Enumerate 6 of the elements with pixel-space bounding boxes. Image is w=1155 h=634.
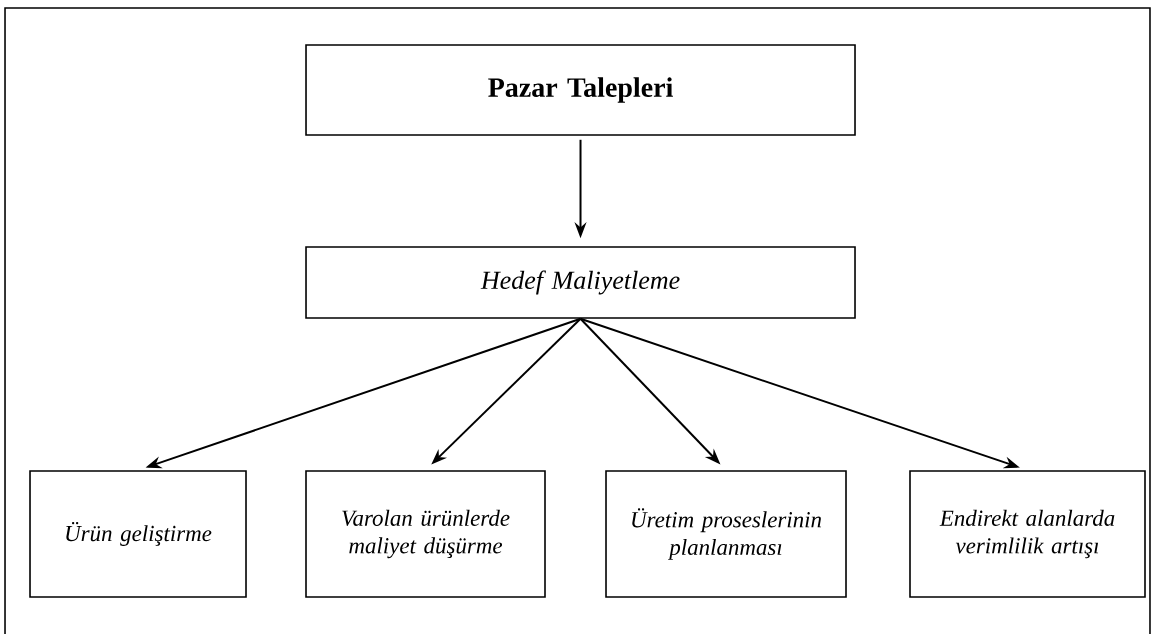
process-box: Üretim proseslerinin planlanması (605, 470, 847, 598)
process-box: Endirekt alanlarda verimlilik artışı (909, 470, 1146, 598)
process-box: Ürün geliştirme (29, 470, 247, 598)
process-box: Varolan ürünlerde maliyet düşürme (305, 470, 546, 598)
process-box: Hedef Maliyetleme (305, 246, 856, 319)
process-box: Pazar Talepleri (305, 44, 856, 136)
